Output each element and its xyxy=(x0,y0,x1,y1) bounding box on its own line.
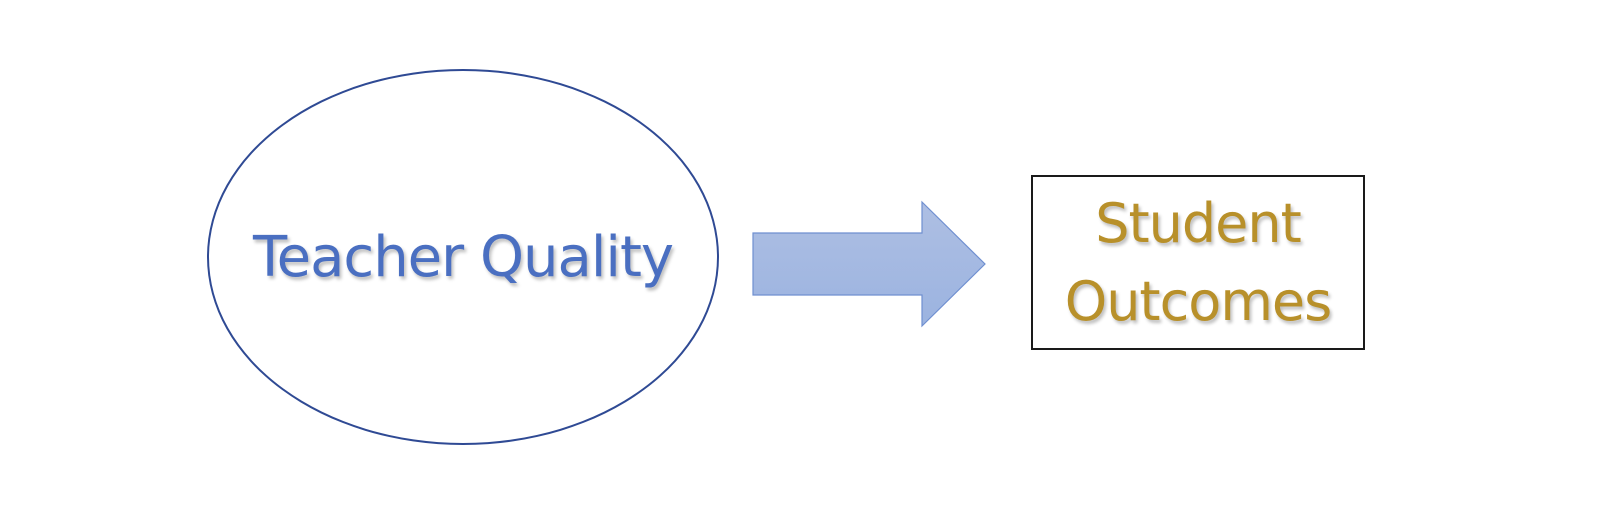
teacher-quality-node: Teacher Quality xyxy=(207,69,719,445)
arrow-shape xyxy=(752,200,986,328)
student-outcomes-line-2: Outcomes xyxy=(1064,269,1333,333)
right-arrow-icon xyxy=(752,200,986,328)
student-outcomes-line-1: Student xyxy=(1095,191,1302,255)
teacher-quality-label: Teacher Quality xyxy=(252,224,674,290)
student-outcomes-node: Student Outcomes xyxy=(1031,175,1365,350)
